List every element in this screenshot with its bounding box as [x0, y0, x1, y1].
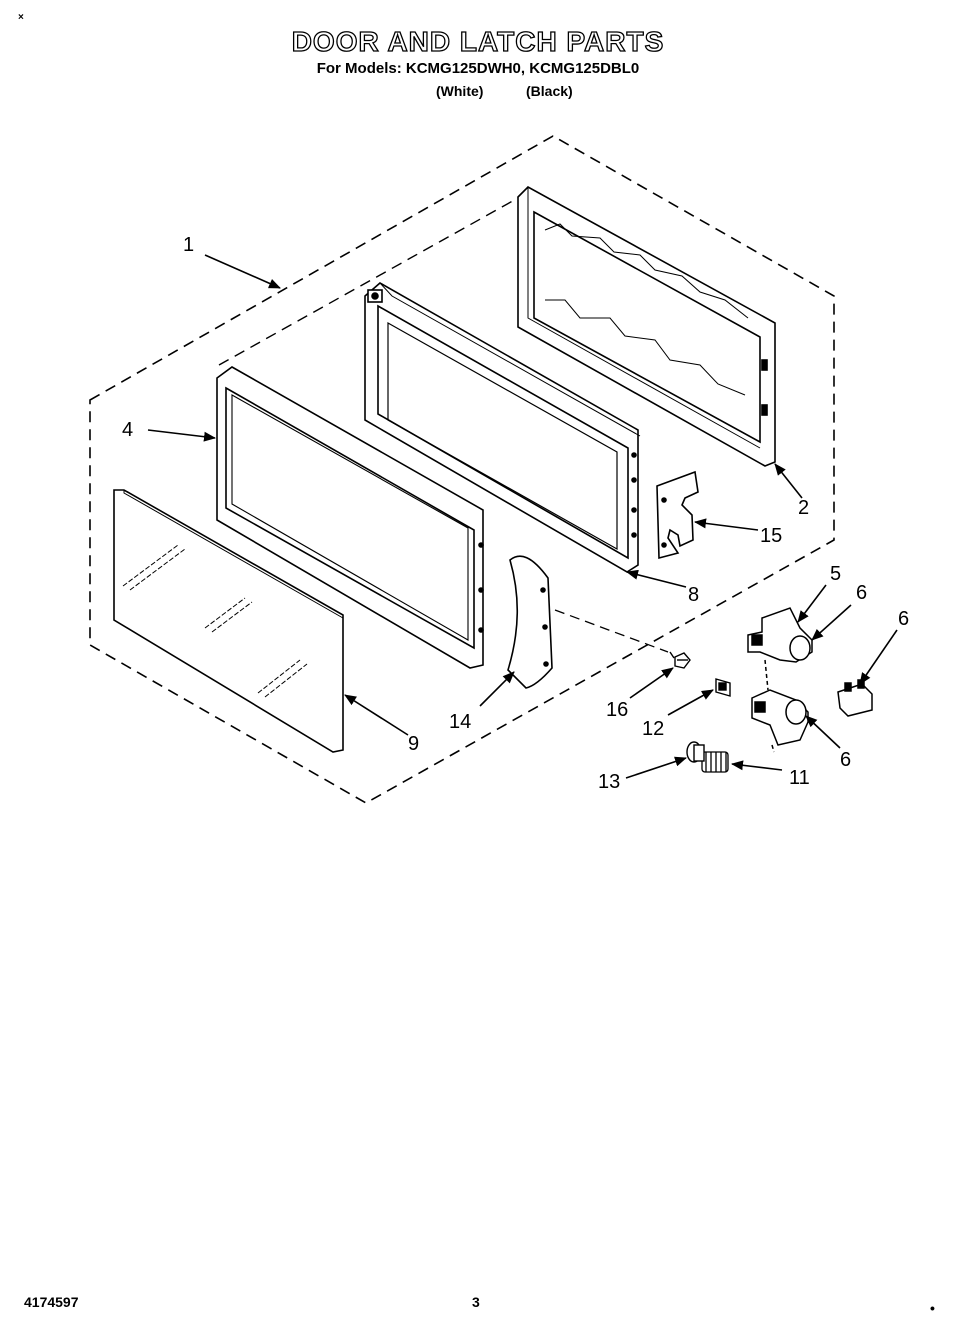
variant-black: (Black) [526, 83, 573, 99]
callout-11: 11 [789, 767, 810, 789]
glass-panel-part [113, 489, 344, 753]
document-number: 4174597 [24, 1294, 79, 1310]
leader-4 [147, 429, 216, 442]
model-list: For Models: KCMG125DWH0, KCMG125DBL0 [316, 60, 640, 77]
leader-5 [797, 584, 827, 623]
leader-9 [344, 694, 409, 736]
leader-1 [204, 254, 281, 289]
door-outer-frame-part [216, 366, 484, 669]
latch-clip-part [715, 678, 731, 697]
callout-6c: 6 [840, 749, 851, 771]
callout-16: 16 [606, 699, 628, 721]
interlock-switch-part [785, 635, 811, 725]
callout-12: 12 [642, 718, 664, 740]
leader-13 [625, 756, 687, 779]
plunger-part [686, 741, 705, 763]
fastener-alignment-line [554, 609, 669, 653]
variant-white: (White) [436, 83, 484, 99]
inner-door-panel-part [364, 282, 641, 573]
leader-16 [629, 667, 674, 699]
callout-15: 15 [760, 525, 782, 547]
leader-15 [694, 518, 759, 531]
corner-mark-bottom: • [930, 1300, 935, 1316]
callout-2: 2 [798, 497, 809, 519]
hook-bracket-part [656, 470, 699, 560]
latch-cover-part [507, 555, 553, 689]
callout-14: 14 [449, 711, 471, 733]
callout-13: 13 [598, 771, 620, 793]
leader-lines [147, 254, 898, 779]
door-frame-part [517, 186, 776, 467]
leader-8 [626, 569, 687, 588]
callout-4: 4 [122, 419, 133, 441]
assembly-inner-boundary [218, 197, 519, 366]
leader-2 [774, 463, 803, 499]
leader-14 [479, 671, 515, 707]
assembly-boundary [89, 135, 835, 804]
callout-9: 9 [408, 733, 419, 755]
page-number: 3 [472, 1294, 480, 1310]
callout-8: 8 [688, 584, 699, 606]
latch-spring-part [701, 751, 729, 773]
leader-12 [667, 689, 714, 716]
leader-6a [811, 604, 852, 641]
page-title: DOOR AND LATCH PARTS [291, 25, 665, 57]
callout-1: 1 [183, 234, 194, 256]
leader-6c [805, 715, 841, 749]
callout-6a: 6 [856, 582, 867, 604]
corner-mark-top: × [18, 12, 24, 23]
callout-5: 5 [830, 563, 841, 585]
screw-part [669, 651, 691, 669]
latch-housing-part [747, 607, 813, 753]
leader-11 [731, 760, 783, 771]
leader-6b [859, 629, 898, 685]
loose-switch-part [837, 679, 873, 717]
callout-6b: 6 [898, 608, 909, 630]
